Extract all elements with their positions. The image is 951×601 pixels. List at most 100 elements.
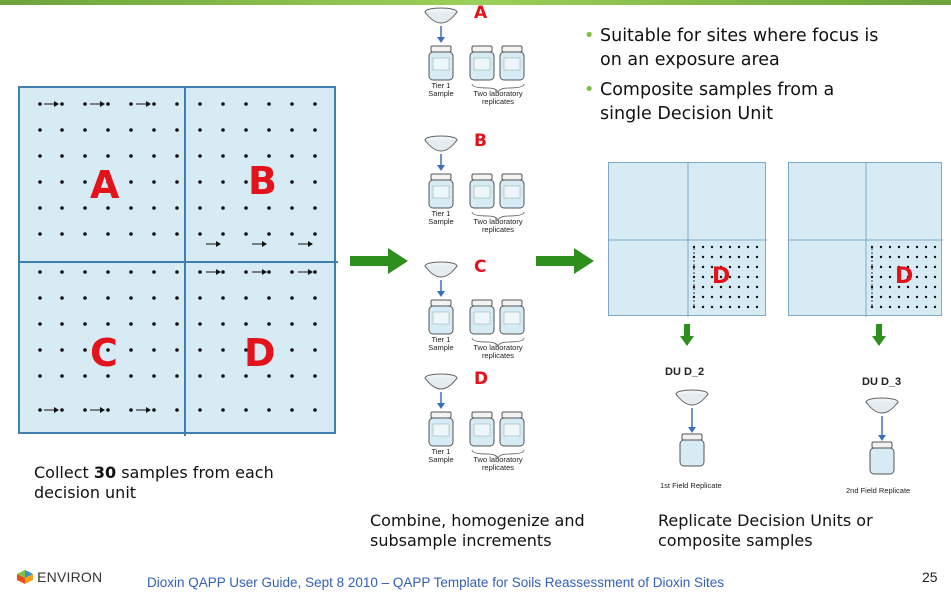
composite-diagram [424, 135, 525, 221]
sample-point [129, 232, 133, 236]
sample-point [737, 275, 741, 279]
sample-point [746, 305, 750, 309]
sample-point [106, 322, 110, 326]
replicate-jar-icon [471, 299, 493, 307]
sample-point [244, 180, 248, 184]
sample-point [198, 374, 202, 378]
sample-point [83, 128, 87, 132]
sample-point [175, 232, 179, 236]
sampling-path-arrowhead [262, 241, 267, 247]
sample-point [746, 265, 750, 269]
sample-point [924, 305, 928, 309]
sample-point [888, 255, 892, 259]
sample-point [915, 295, 919, 299]
sample-point [897, 275, 901, 279]
du-label-a: A [90, 163, 120, 207]
sample-point [692, 265, 696, 269]
sample-point [152, 322, 156, 326]
sample-point [692, 285, 696, 289]
sample-point [933, 255, 937, 259]
sample-point [915, 265, 919, 269]
sample-point [198, 296, 202, 300]
funnel-icon [424, 265, 458, 278]
sample-point [175, 408, 179, 412]
sample-point [870, 245, 874, 249]
sample-point [290, 206, 294, 210]
replicate-brace [471, 337, 525, 347]
sample-point [106, 154, 110, 158]
sample-point [244, 206, 248, 210]
sample-point [106, 296, 110, 300]
sample-point [198, 102, 202, 106]
sample-point [933, 245, 937, 249]
composite-letter-label: A [474, 3, 488, 23]
composite-diagram [424, 7, 525, 93]
sample-point [879, 305, 883, 309]
arrow-right-icon [536, 248, 594, 274]
sample-point [106, 102, 110, 106]
replicate-jar-icon [501, 45, 523, 53]
flow-arrow-head [437, 403, 445, 409]
flow-arrow-head [437, 165, 445, 171]
sample-point [710, 275, 714, 279]
sample-point [870, 265, 874, 269]
sample-point [290, 322, 294, 326]
sample-point [38, 322, 42, 326]
replicate-jar-icon [471, 45, 493, 53]
sample-point [221, 180, 225, 184]
sample-point [746, 255, 750, 259]
sample-point [175, 206, 179, 210]
top-accent-bar [0, 0, 951, 5]
replicate-jar-icon [471, 411, 493, 419]
replicate-jar-icon [503, 185, 521, 199]
sample-point [924, 265, 928, 269]
sample-point [879, 245, 883, 249]
sample-point [221, 102, 225, 106]
sample-point [897, 255, 901, 259]
sample-point [710, 295, 714, 299]
replicate-caption: Replicate Decision Units or composite sa… [658, 511, 873, 550]
replicate-jar-icon [503, 423, 521, 437]
sample-point [906, 255, 910, 259]
sample-point [38, 408, 42, 412]
sample-point [152, 128, 156, 132]
sample-point [906, 245, 910, 249]
sample-point [313, 154, 317, 158]
sample-point [106, 232, 110, 236]
sample-point [152, 232, 156, 236]
sample-point [924, 275, 928, 279]
replicates-label: Two laboratory replicates [473, 455, 523, 472]
sample-point [38, 270, 42, 274]
environ-logo-icon [17, 570, 33, 584]
sample-point [933, 265, 937, 269]
funnel-icon [865, 401, 899, 414]
sample-point [152, 348, 156, 352]
sample-point [879, 295, 883, 299]
sample-point [728, 285, 732, 289]
sampling-path-arrowhead [54, 407, 59, 413]
sample-point [290, 296, 294, 300]
sample-point [710, 285, 714, 289]
sample-point [888, 295, 892, 299]
sample-point [60, 154, 64, 158]
sample-point [870, 285, 874, 289]
sample-point [879, 255, 883, 259]
sample-point [129, 296, 133, 300]
sample-point [267, 374, 271, 378]
sample-point [244, 270, 248, 274]
replicate-brace [471, 83, 525, 93]
sample-point [933, 305, 937, 309]
sample-point [152, 408, 156, 412]
sample-point [746, 275, 750, 279]
sample-point [175, 322, 179, 326]
funnel-icon [675, 393, 709, 406]
sample-point [313, 206, 317, 210]
second-field-replicate-label: 2nd Field Replicate [846, 486, 911, 495]
sample-point [897, 295, 901, 299]
sample-point [710, 305, 714, 309]
sample-point [737, 265, 741, 269]
